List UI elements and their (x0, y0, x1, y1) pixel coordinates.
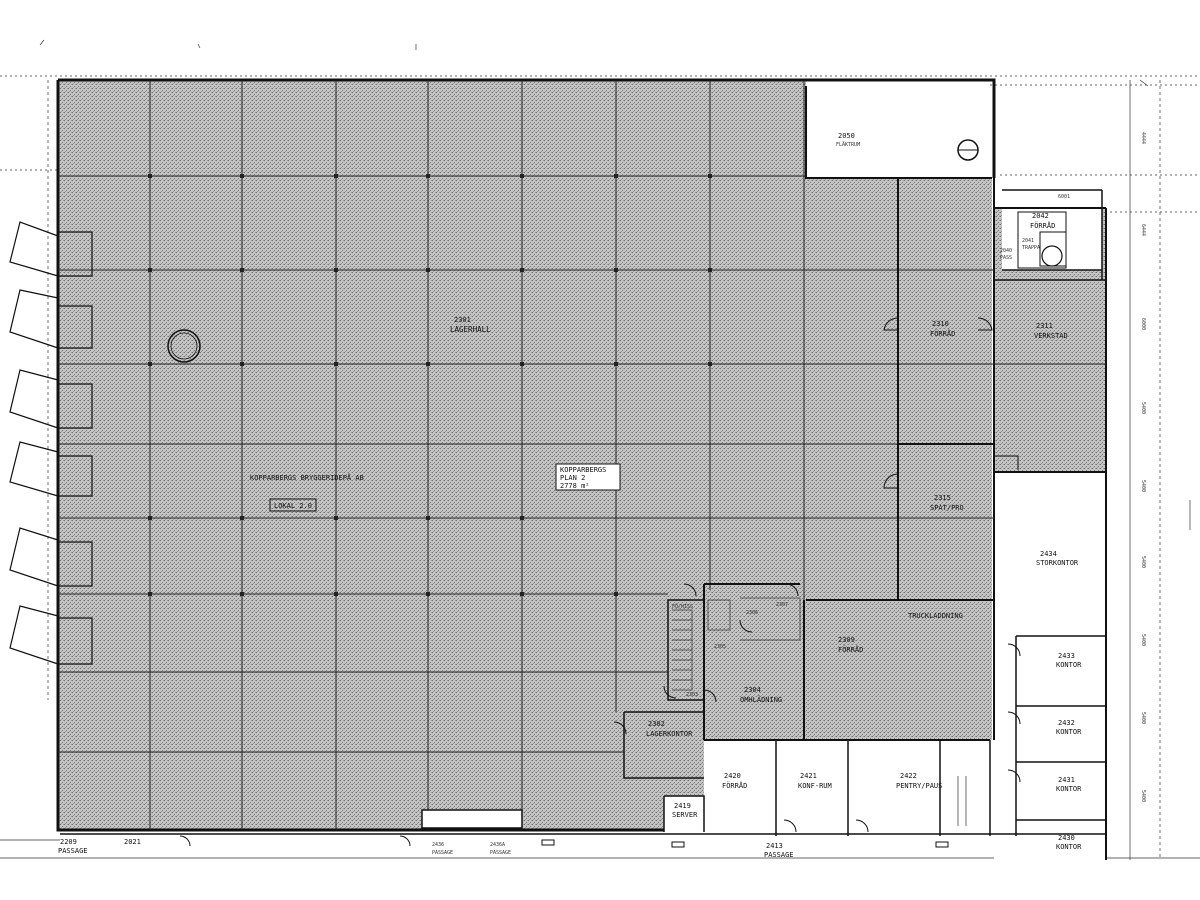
warehouse-floor (58, 80, 1106, 830)
room-2422-number: 2422 (900, 772, 917, 780)
room-2042-name: FÖRRÅD (1030, 221, 1055, 230)
room-2307-number: 2307 (776, 602, 788, 608)
white-rooms (664, 86, 1106, 862)
room-2436a-number: 2436A (490, 842, 505, 848)
room-2042-number: 2042 (1032, 212, 1049, 220)
column-grid (58, 80, 1106, 830)
dim-10: 6001 (1058, 194, 1070, 200)
room-2209-number: 2209 (60, 838, 77, 846)
room-2309-number: 2309 (838, 636, 855, 644)
room-2432-number: 2432 (1058, 719, 1075, 727)
room-2420-name: FÖRRÅD (722, 781, 747, 790)
dim-4: 5400 (1140, 402, 1146, 414)
room-2434-number: 2434 (1040, 550, 1057, 558)
columns (148, 174, 712, 596)
room-2209-name: PASSAGE (58, 847, 88, 855)
room-2419-number: 2419 (674, 802, 691, 810)
dim-1: 4444 (1140, 132, 1146, 144)
room-2302-number: 2302 (648, 720, 665, 728)
room-2303-number: 2303 (686, 692, 698, 698)
dim-3: 6000 (1140, 318, 1146, 330)
fonhiss-label: FÖ/HISS (672, 603, 693, 610)
room-2413-number: 2413 (766, 842, 783, 850)
room-2430-number: 2430 (1058, 834, 1075, 842)
room-2050-number: 2050 (838, 132, 855, 140)
dimension-labels: 4444 6444 6000 5400 5400 5400 5400 5400 … (1058, 132, 1146, 802)
dim-9: 5400 (1140, 790, 1146, 802)
room-2436-name: PASSAGE (432, 850, 453, 856)
room-2431-number: 2431 (1058, 776, 1075, 784)
room-2021-number: 2021 (124, 838, 141, 846)
dim-8: 5400 (1140, 712, 1146, 724)
room-2419-name: SERVER (672, 811, 698, 819)
room-2310-name: FÖRRÅD (930, 329, 955, 338)
room-2420-number: 2420 (724, 772, 741, 780)
room-2433-number: 2433 (1058, 652, 1075, 660)
room-2305-number: 2305 (714, 644, 726, 650)
room-2436-number: 2436 (432, 842, 444, 848)
dim-5: 5400 (1140, 480, 1146, 492)
partitions (421, 178, 1106, 836)
room-2310-number: 2310 (932, 320, 949, 328)
room-2040-name: PASS (1000, 255, 1012, 261)
lokal-box (269, 498, 317, 512)
room-2315-number: 2315 (934, 494, 951, 502)
room-2311-number: 2311 (1036, 322, 1053, 330)
area-plan: PLAN 2 (560, 474, 585, 482)
area-size: 2778 m² (560, 482, 590, 490)
room-2050-name: FLÄKTRUM (836, 141, 860, 148)
room-2309-name: FÖRRÅD (838, 645, 863, 654)
area-name: KOPPARBERGS (560, 466, 606, 474)
room-labels: 2050 FLÄKTRUM 2042 FÖRRÅD 2041 TRAPPA 20… (58, 132, 1082, 859)
room-2430-name: KONTOR (1056, 843, 1082, 851)
room-2304-number: 2304 (744, 686, 761, 694)
room-2041-name: TRAPPA (1022, 245, 1040, 251)
room-2431-name: KONTOR (1056, 785, 1082, 793)
room-2040-number: 2040 (1000, 248, 1012, 254)
area-box (555, 463, 621, 491)
room-2301-number: 2301 (454, 316, 471, 324)
room-2301-name: LAGERHALL (450, 325, 491, 334)
room-2421-number: 2421 (800, 772, 817, 780)
room-2436a-name: PASSAGE (490, 850, 511, 856)
room-2421-name: KONF-RUM (798, 782, 832, 790)
room-2432-name: KONTOR (1056, 728, 1082, 736)
lokal-label: LOKAL 2.0 (274, 502, 312, 510)
dim-2: 6444 (1140, 224, 1146, 236)
room-2304-name: OMHLÄDNING (740, 695, 782, 704)
room-2306-number: 2306 (746, 610, 758, 616)
round-column-icon (167, 329, 201, 363)
room-2302-name: LAGERKONTOR (646, 730, 693, 738)
loading-docks (9, 221, 93, 665)
room-2434-name: STORKONTOR (1036, 559, 1079, 567)
reference-lines (0, 39, 1200, 860)
door-swings (179, 317, 1021, 848)
room-2311-name: VERKSTAD (1034, 332, 1068, 340)
spiral-stair-icon (957, 139, 1063, 267)
dim-6: 5400 (1140, 556, 1146, 568)
truckladdning-label: TRUCKLADDNING (908, 612, 963, 620)
room-2315-name: SPAT/PRO (930, 504, 964, 512)
room-2433-name: KONTOR (1056, 661, 1082, 669)
dim-7: 5400 (1140, 634, 1146, 646)
room-2413-name: PASSAGE (764, 851, 794, 859)
company-label: KOPPARBERGS BRYGGERIDEPÅ AB (250, 473, 364, 482)
room-2422-name: PENTRY/PAUS (896, 782, 942, 790)
outer-walls (56, 78, 1107, 860)
room-2041-number: 2041 (1022, 238, 1034, 244)
